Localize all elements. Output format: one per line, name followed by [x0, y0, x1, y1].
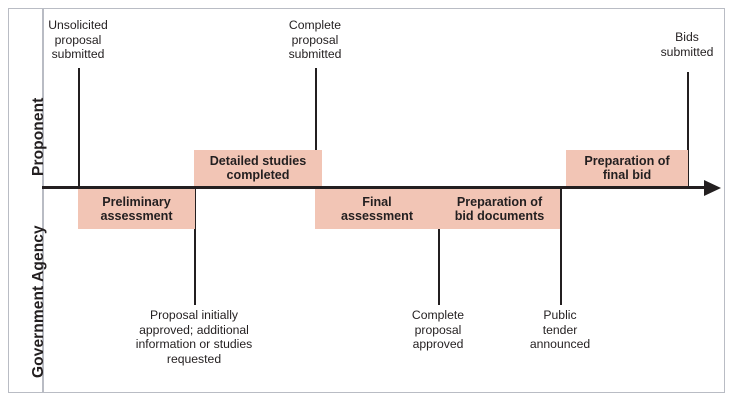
timeline-arrowhead-icon	[704, 179, 721, 196]
phase-box-preliminary-assessment: Preliminary assessment	[78, 189, 195, 229]
phase-line-1: Detailed studies	[209, 153, 307, 168]
phase-line-2: assessment	[340, 209, 414, 223]
tick-complete-proposal-approved	[438, 188, 440, 305]
tick-unsolicited-proposal-submitted	[78, 68, 80, 188]
phase-box-text: Final assessment	[341, 195, 413, 223]
caption-complete-proposal-submitted: Complete proposal submitted	[288, 18, 342, 62]
tick-complete-proposal-submitted	[315, 68, 317, 188]
tick-bids-submitted	[687, 72, 689, 188]
phase-line-2: bid documents	[454, 209, 545, 223]
phase-box-text: Preparation of bid documents	[455, 195, 545, 223]
tick-public-tender-announced	[560, 188, 562, 305]
phase-box-text: Preparation of final bid	[584, 154, 669, 182]
phase-line-2: assessment	[100, 209, 173, 223]
timeline-axis	[42, 186, 715, 189]
phase-box-text: Detailed studies completed	[210, 154, 307, 182]
swimlane-label-government-agency: Government Agency	[30, 225, 47, 378]
phase-line-2: final bid	[602, 168, 652, 182]
caption-unsolicited-proposal-submitted: Unsolicited proposal submitted	[48, 18, 108, 62]
phase-box-detailed-studies-completed: Detailed studies completed	[194, 150, 322, 186]
phase-box-preparation-of-final-bid: Preparation of final bid	[566, 150, 688, 186]
phase-line-1: Final	[362, 194, 392, 209]
caption-proposal-initially-approved: Proposal initially approved; additional …	[135, 308, 253, 366]
phase-line-1: Preliminary	[102, 194, 171, 209]
swimlane-label-proponent: Proponent	[30, 97, 47, 176]
swimlane-divider	[42, 9, 44, 392]
phase-line-1: Preparation of	[456, 194, 543, 209]
phase-line-2: completed	[226, 168, 290, 182]
caption-public-tender-announced: Public tender announced	[529, 308, 591, 352]
tick-proposal-initially-approved	[194, 188, 196, 305]
phase-line-1: Preparation of	[584, 153, 670, 168]
phase-box-preparation-of-bid-documents: Preparation of bid documents	[439, 189, 560, 229]
phase-box-final-assessment: Final assessment	[315, 189, 439, 229]
caption-bids-submitted: Bids submitted	[660, 30, 714, 59]
caption-complete-proposal-approved: Complete proposal approved	[411, 308, 465, 352]
phase-box-text: Preliminary assessment	[100, 195, 172, 223]
